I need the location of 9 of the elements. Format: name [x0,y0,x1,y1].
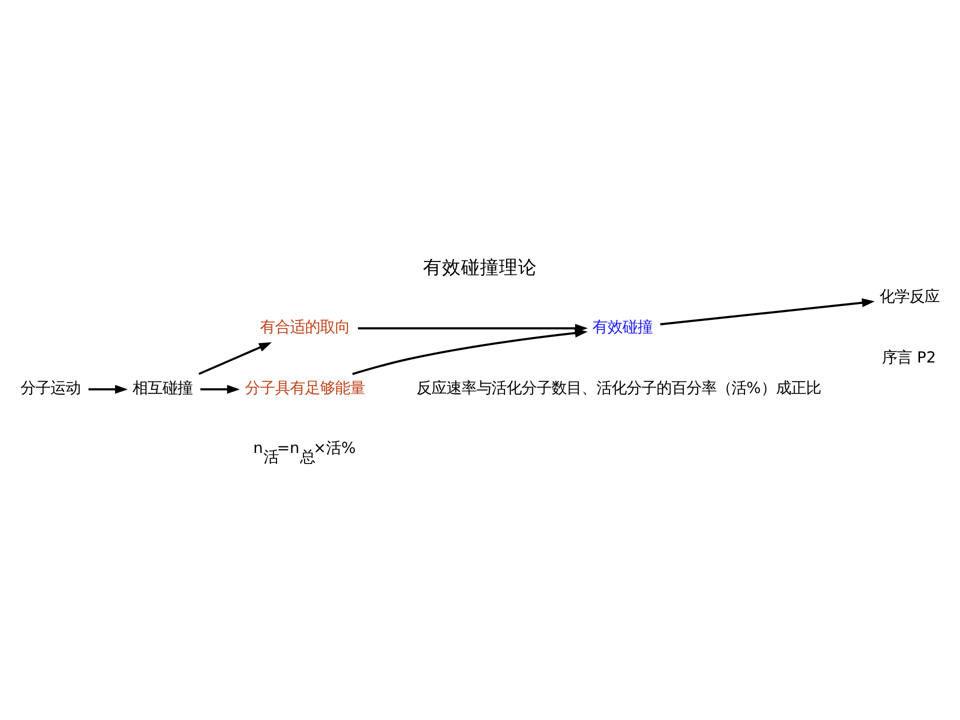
label: 反应速率与活化分子数目、活化分子的百分率（活%）成正比 [416,378,821,397]
node-text: 相互碰撞 [132,378,193,397]
diagram-title: 有效碰撞理论 [423,257,537,278]
node-text: 分子具有足够能量 [244,378,365,397]
node-text: 有效碰撞 [592,318,652,336]
node-text: 化学反应 [879,287,940,306]
node-text: 分子运动 [20,378,81,397]
label: 序言 P2 [882,348,936,366]
node-text: 有合适的取向 [260,318,350,336]
